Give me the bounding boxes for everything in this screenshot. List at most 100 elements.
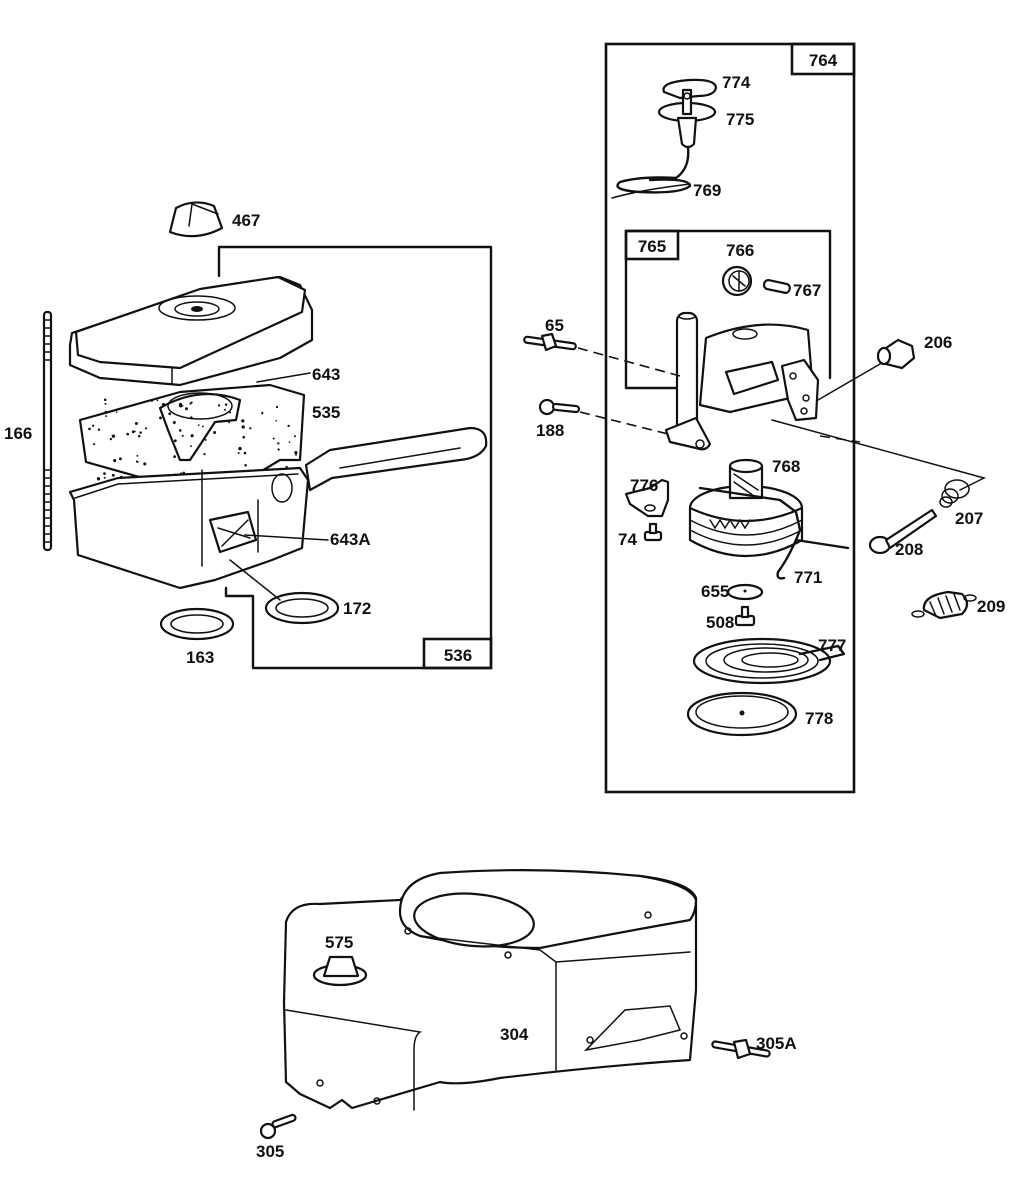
foam-speck — [97, 428, 101, 431]
foam-speck — [143, 462, 147, 466]
label-305A: 305A — [756, 1034, 797, 1053]
label-771: 771 — [794, 568, 822, 587]
foam-speck — [105, 415, 108, 418]
foam-speck — [275, 419, 278, 422]
foam-speck — [275, 405, 279, 409]
foam-speck — [172, 421, 176, 424]
part-766-pulley — [721, 265, 753, 297]
label-172: 172 — [343, 599, 371, 618]
part-765-starter-housing — [664, 311, 820, 451]
foam-speck — [204, 438, 207, 441]
foam-speck — [136, 454, 139, 457]
part-508-screw — [734, 605, 756, 627]
part-air-cleaner-cover — [68, 275, 314, 387]
foam-speck — [93, 443, 96, 446]
foam-speck — [203, 452, 206, 456]
foam-speck — [224, 403, 228, 406]
part-166-stud — [42, 310, 53, 552]
leader-172 — [229, 559, 281, 601]
foam-speck — [103, 476, 106, 479]
foam-speck — [295, 453, 297, 456]
foam-speck — [197, 424, 200, 426]
foam-speck — [242, 435, 245, 439]
group-box-765: 765 — [624, 229, 832, 390]
foam-speck — [178, 402, 183, 407]
foam-speck — [217, 404, 221, 407]
foam-speck — [131, 430, 135, 434]
label-643: 643 — [312, 365, 340, 384]
group-box-764: 764 — [604, 42, 856, 794]
group-label-765: 765 — [638, 237, 666, 256]
foam-speck — [184, 407, 189, 411]
label-643A: 643A — [330, 530, 371, 549]
part-208-link — [868, 508, 938, 555]
foam-speck — [139, 431, 142, 434]
label-209: 209 — [977, 597, 1005, 616]
part-304-blower-housing — [282, 869, 698, 1111]
label-65: 65 — [545, 316, 564, 335]
group-box-536: 536 — [217, 245, 493, 670]
part-65-screw — [523, 332, 577, 352]
foam-speck — [293, 435, 297, 438]
leader-643 — [256, 372, 311, 383]
foam-speck — [104, 410, 108, 414]
part-776-clip — [624, 478, 670, 518]
label-166: 166 — [4, 424, 32, 443]
foam-speck — [189, 402, 192, 405]
part-305A-stud — [711, 1038, 771, 1060]
foam-speck — [179, 429, 182, 432]
part-188-screw — [538, 398, 581, 416]
part-771-brake-spring — [698, 486, 850, 580]
foam-speck — [285, 465, 288, 469]
leader-643A — [244, 534, 329, 541]
part-172-gasket — [264, 591, 340, 625]
part-575-cap — [312, 955, 368, 987]
foam-speck — [181, 434, 184, 437]
foam-speck — [168, 412, 172, 416]
foam-speck — [228, 421, 231, 424]
label-188: 188 — [536, 421, 564, 440]
label-206: 206 — [924, 333, 952, 352]
label-304: 304 — [500, 1025, 529, 1044]
foam-speck — [161, 403, 166, 407]
label-775: 775 — [726, 110, 754, 129]
group-label-536: 536 — [444, 646, 472, 665]
group-tag-765 — [624, 229, 680, 261]
group-tag-764 — [790, 42, 856, 76]
foam-speck — [134, 421, 138, 426]
foam-speck — [135, 460, 138, 463]
label-768: 768 — [772, 457, 800, 476]
foam-speck — [287, 424, 290, 428]
label-207: 207 — [955, 509, 983, 528]
label-575: 575 — [325, 933, 353, 952]
label-769: 769 — [693, 181, 721, 200]
label-305: 305 — [256, 1142, 284, 1161]
foam-speck — [249, 427, 252, 430]
part-305-screw — [259, 1113, 297, 1140]
leader-65 — [577, 347, 681, 377]
foam-speck — [190, 434, 194, 438]
part-778-cover — [686, 691, 798, 737]
label-74: 74 — [618, 530, 637, 549]
foam-speck — [126, 432, 129, 436]
part-769-starter-rope — [611, 146, 692, 199]
foam-speck — [277, 448, 280, 451]
label-535: 535 — [312, 403, 340, 422]
label-467: 467 — [232, 211, 260, 230]
leader-dash-207 — [819, 435, 861, 443]
leader-188 — [579, 411, 669, 435]
foam-speck — [103, 472, 106, 475]
label-777: 777 — [818, 636, 846, 655]
leader-207-link — [771, 419, 987, 491]
label-766: 766 — [726, 241, 754, 260]
foam-speck — [288, 441, 291, 444]
foam-speck — [109, 437, 113, 441]
foam-speck — [224, 408, 227, 411]
part-207-spring — [939, 479, 970, 508]
part-467-knob — [168, 201, 224, 238]
part-206-fitting — [876, 338, 916, 370]
foam-speck — [261, 412, 264, 415]
part-655-washer — [726, 583, 764, 601]
part-74-screw — [643, 522, 663, 542]
